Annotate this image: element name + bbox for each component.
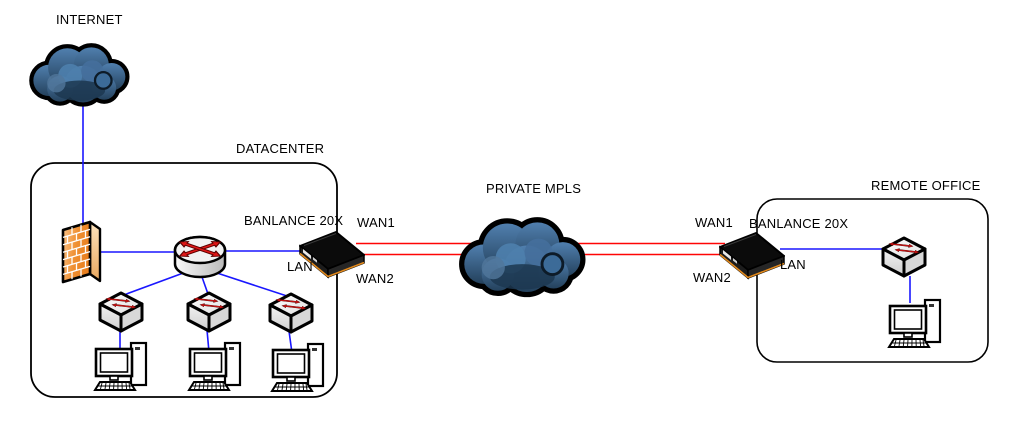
workstation2-icon: [187, 341, 242, 392]
remote-office-label: REMOTE OFFICE: [871, 178, 981, 193]
mpls-label: PRIVATE MPLS: [486, 181, 582, 196]
link-router-switch1: [120, 271, 187, 297]
remote-balance-label: BANLANCE 20X: [749, 216, 849, 231]
switch1-icon: [100, 293, 142, 331]
datacenter-balance-label: BANLANCE 20X: [244, 213, 344, 228]
switch3-icon: [270, 294, 312, 332]
switch2-icon: [188, 293, 230, 331]
mpls-cloud-icon: [464, 222, 580, 292]
datacenter-lan-label: LAN: [287, 259, 313, 274]
link-router-switch2: [201, 276, 209, 295]
internet-cloud-icon: [33, 47, 125, 102]
workstation1-icon: [93, 341, 148, 392]
datacenter-label: DATACENTER: [236, 141, 325, 156]
remote-office-box: [756, 198, 989, 363]
remote-wan2-label: WAN2: [693, 270, 731, 285]
link-router-switch3: [213, 271, 291, 298]
remote-wan1-label: WAN1: [695, 215, 733, 230]
remote-lan-label: LAN: [780, 257, 806, 272]
datacenter-box: [30, 162, 338, 398]
remote-workstation-icon: [887, 298, 942, 349]
firewall-icon: [61, 220, 102, 284]
remote-switch-icon: [883, 238, 925, 276]
datacenter-wan2-label: WAN2: [356, 271, 394, 286]
router-icon: [175, 237, 225, 277]
workstation3-icon: [270, 342, 325, 393]
datacenter-wan1-label: WAN1: [357, 215, 395, 230]
internet-label: INTERNET: [56, 12, 123, 27]
